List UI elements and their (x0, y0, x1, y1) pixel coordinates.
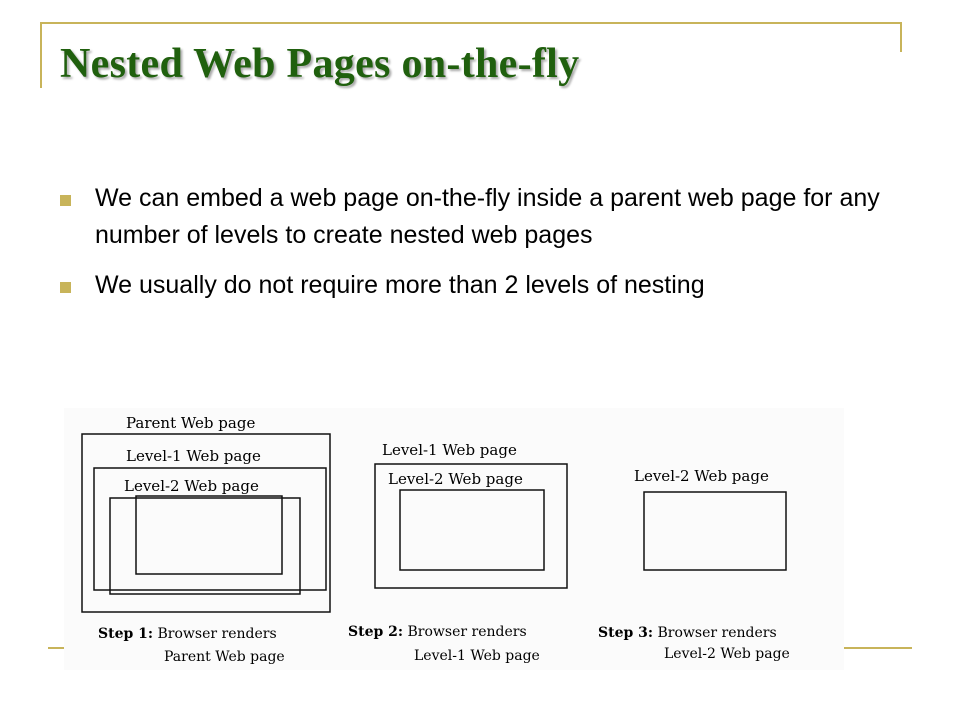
step2-caption-line2: Level-1 Web page (414, 648, 540, 664)
step2-caption: Step 2: Browser renders (348, 624, 527, 640)
step1-caption-line2: Parent Web page (164, 649, 285, 665)
level1-page-box (93, 467, 327, 591)
square-bullet-icon (60, 195, 71, 206)
content-box (135, 495, 283, 575)
step1-caption: Step 1: Browser renders (98, 626, 277, 642)
level1-page-label: Level-1 Web page (382, 441, 517, 459)
bullet-text: We usually do not require more than 2 le… (95, 271, 705, 299)
level2-page-label: Level-2 Web page (124, 477, 259, 495)
step3-caption-line2: Level-2 Web page (664, 646, 790, 662)
level2-page-box (399, 489, 545, 571)
step3-label: Step 3: (598, 625, 653, 641)
level2-page-label: Level-2 Web page (388, 470, 523, 488)
bullet-list: We can embed a web page on-the-fly insid… (60, 180, 900, 317)
step2-text: Browser renders (403, 624, 527, 640)
parent-page-box (81, 433, 331, 613)
level2-page-box (109, 497, 301, 595)
step3-text: Browser renders (653, 625, 777, 641)
bullet-item: We can embed a web page on-the-fly insid… (60, 180, 900, 254)
parent-page-label: Parent Web page (126, 414, 255, 432)
step1-text: Browser renders (153, 626, 277, 642)
level2-page-box (643, 491, 787, 571)
level1-page-box (374, 463, 568, 589)
nested-pages-diagram: Parent Web page Level-1 Web page Level-2… (64, 408, 844, 670)
step1-label: Step 1: (98, 626, 153, 642)
frame-left-line (40, 22, 42, 88)
level1-page-label: Level-1 Web page (126, 447, 261, 465)
step3-caption: Step 3: Browser renders (598, 625, 777, 641)
frame-right-line (900, 22, 902, 52)
square-bullet-icon (60, 282, 71, 293)
frame-top-line (40, 22, 902, 24)
step2-label: Step 2: (348, 624, 403, 640)
level2-page-label: Level-2 Web page (634, 467, 769, 485)
bullet-text: We can embed a web page on-the-fly insid… (95, 184, 880, 249)
bullet-item: We usually do not require more than 2 le… (60, 267, 900, 304)
slide-title: Nested Web Pages on-the-fly (60, 41, 580, 87)
